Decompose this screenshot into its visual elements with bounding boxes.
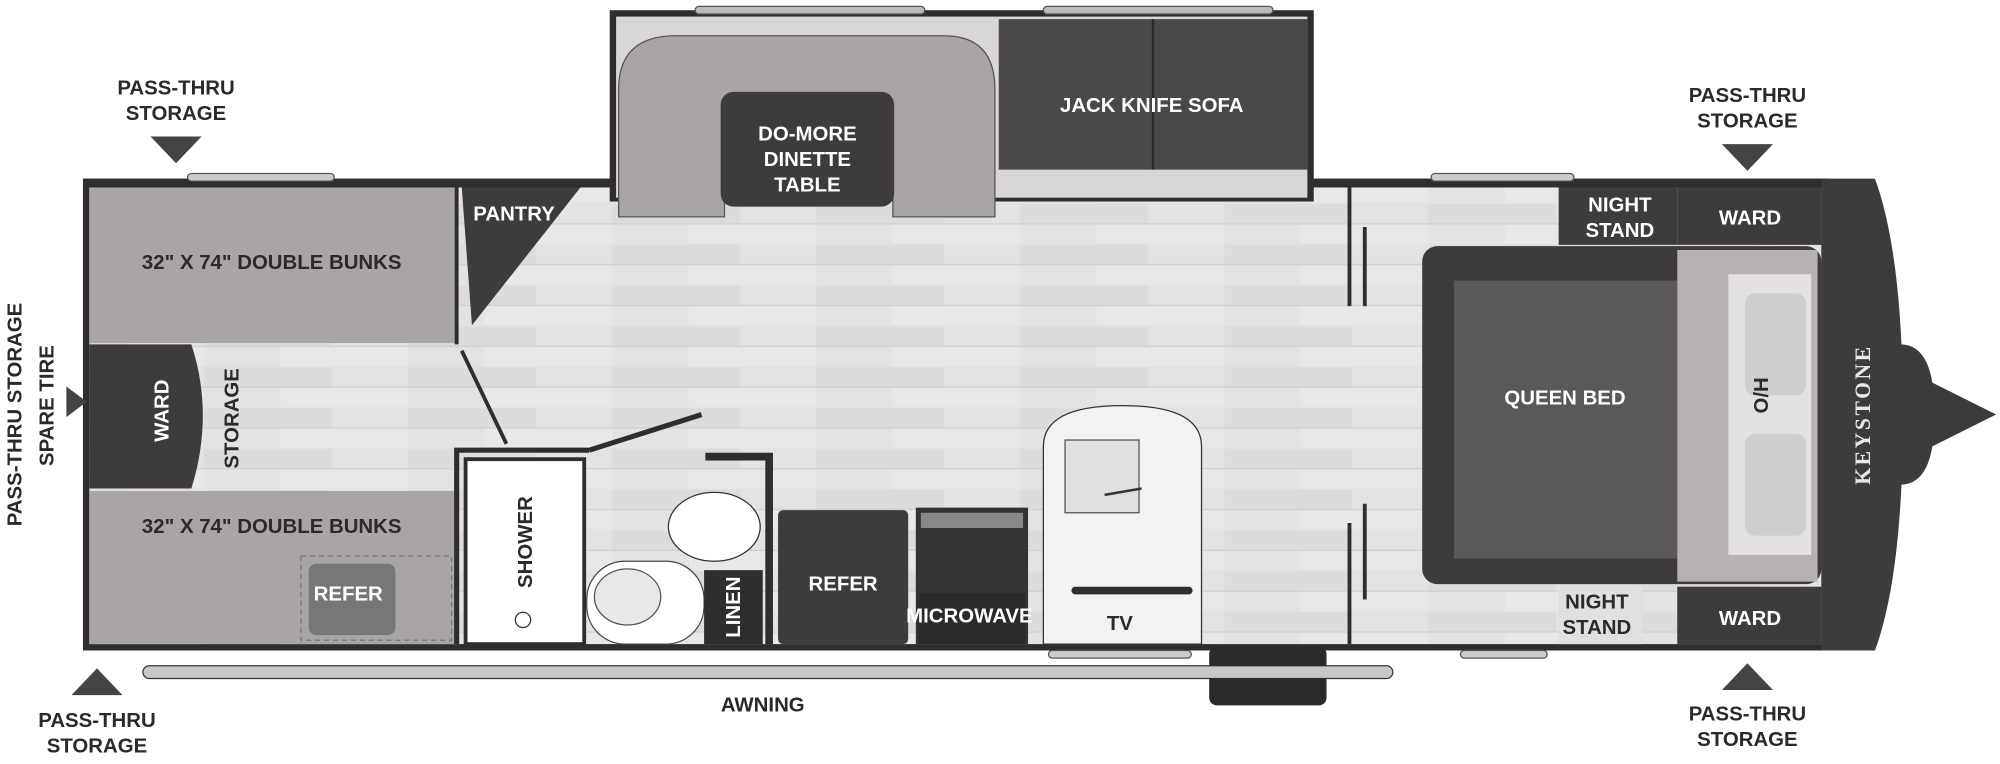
pantry xyxy=(461,187,581,326)
ward-top-label: WARD xyxy=(1719,207,1781,229)
bunk-top xyxy=(89,187,457,344)
ward-left xyxy=(89,344,203,489)
shower-label: SHOWER xyxy=(515,496,537,588)
microwave-label: MICROWAVE xyxy=(906,605,1033,627)
ward-bottom-label: WARD xyxy=(1719,608,1781,630)
arrow-right-icon xyxy=(66,386,87,418)
microwave xyxy=(918,593,1026,645)
ward-top xyxy=(1677,187,1822,245)
arrow-down-icon xyxy=(1721,144,1773,171)
refer-label: REFER xyxy=(809,574,878,596)
pantry-label: PANTRY xyxy=(473,204,555,226)
ward-left-label: WARD xyxy=(151,380,173,442)
tv-label: TV xyxy=(1107,613,1133,635)
bunk-refer xyxy=(308,563,396,636)
front-cap xyxy=(1821,178,1904,651)
kitchen xyxy=(778,404,1203,645)
bunk-room xyxy=(89,187,581,645)
storage-label: STORAGE xyxy=(222,368,244,468)
brand-logo: KEYSTONE xyxy=(1851,344,1875,484)
bunk-top-label: 32" X 74" DOUBLE BUNKS xyxy=(142,252,402,274)
slideout xyxy=(609,5,1314,218)
toilet xyxy=(667,491,761,562)
dinette-table xyxy=(720,91,895,207)
linen-label: LINEN xyxy=(723,577,745,638)
bedroom xyxy=(1347,187,1822,645)
night-stand-bottom xyxy=(1558,586,1643,645)
arrow-up-icon xyxy=(71,668,123,696)
arrow-down-icon xyxy=(150,136,202,164)
arrow-up-icon xyxy=(1721,663,1773,691)
ward-bottom xyxy=(1677,586,1822,645)
spare-tire-label: SPARE TIRE xyxy=(37,345,59,466)
refrigerator xyxy=(778,510,909,645)
bathroom xyxy=(454,412,773,647)
hitch xyxy=(1900,344,1997,485)
bunk-refer-label: REFER xyxy=(314,584,383,606)
queen-bed-label: QUEEN BED xyxy=(1504,387,1625,409)
overhead-label: O/H xyxy=(1751,377,1773,413)
tv xyxy=(1071,586,1193,595)
kitchen-sink xyxy=(1064,439,1140,514)
night-stand-top xyxy=(1558,187,1678,245)
sofa-label: JACK KNIFE SOFA xyxy=(1060,95,1244,117)
awning-bar xyxy=(142,665,1394,680)
bunk-bottom-label: 32" X 74" DOUBLE BUNKS xyxy=(142,516,402,538)
pass-thru-side-label: PASS-THRU STORAGE xyxy=(5,303,27,527)
bunk-bottom xyxy=(89,491,457,645)
linen xyxy=(704,570,763,645)
awning-label: AWNING xyxy=(721,695,805,717)
